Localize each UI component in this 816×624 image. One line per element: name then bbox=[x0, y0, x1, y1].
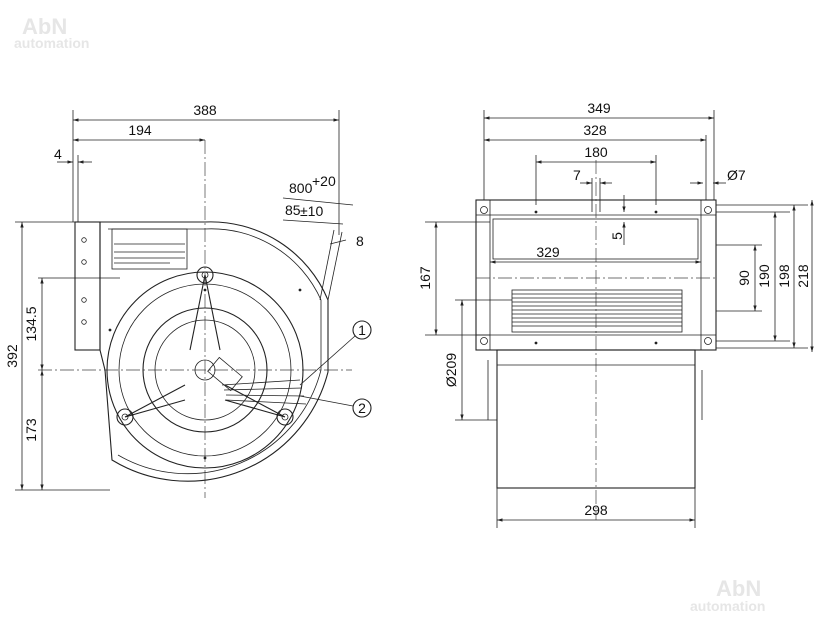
svg-text:1: 1 bbox=[358, 322, 366, 338]
dim-388: 388 bbox=[193, 102, 217, 118]
watermark-bottom-right: AbN automation bbox=[690, 576, 765, 614]
svg-text:2: 2 bbox=[358, 400, 366, 416]
svg-text:AbN: AbN bbox=[716, 576, 761, 601]
dim-800: 800 bbox=[289, 180, 313, 196]
dim-218: 218 bbox=[795, 264, 811, 288]
mounting-flange bbox=[74, 221, 101, 351]
dim-349: 349 bbox=[587, 100, 611, 116]
dim-180: 180 bbox=[584, 144, 608, 160]
dim-7: 7 bbox=[573, 167, 581, 183]
front-view bbox=[38, 140, 352, 498]
dim-800-tol: +20 bbox=[312, 173, 336, 189]
svg-text:automation: automation bbox=[14, 35, 89, 51]
scroll-housing bbox=[99, 221, 329, 482]
svg-text:automation: automation bbox=[690, 598, 765, 614]
dim-85-tol: ±10 bbox=[300, 203, 323, 219]
dim-298: 298 bbox=[584, 502, 608, 518]
side-dimensions: 349 328 180 7 Ø7 5 329 167 Ø209 90 bbox=[417, 100, 814, 528]
dim-173: 173 bbox=[23, 418, 39, 442]
impeller bbox=[511, 289, 683, 333]
svg-text:AbN: AbN bbox=[22, 14, 67, 39]
motor bbox=[142, 307, 268, 433]
dim-85: 85 bbox=[285, 202, 301, 218]
callout-2 bbox=[352, 398, 372, 418]
label-plate bbox=[111, 228, 188, 270]
dim-329: 329 bbox=[536, 244, 560, 260]
front-dimensions: 388 194 4 800 +20 85 ±10 8 392 134.5 173 bbox=[4, 102, 364, 491]
dim-167: 167 bbox=[417, 266, 433, 290]
dim-5: 5 bbox=[609, 232, 625, 240]
dim-8: 8 bbox=[356, 233, 364, 249]
dim-90: 90 bbox=[736, 270, 752, 286]
dim-4: 4 bbox=[54, 146, 62, 162]
dim-134-5: 134.5 bbox=[23, 306, 39, 341]
dim-328: 328 bbox=[583, 122, 607, 138]
dim-392: 392 bbox=[4, 344, 20, 368]
housing-body bbox=[496, 349, 696, 489]
dim-190: 190 bbox=[756, 264, 772, 288]
watermark-top-left: AbN automation bbox=[14, 14, 89, 51]
callouts: 1 2 bbox=[299, 320, 372, 418]
callout-1 bbox=[352, 320, 372, 340]
dim-194: 194 bbox=[128, 122, 152, 138]
dim-dia-209: Ø209 bbox=[443, 353, 459, 387]
dim-dia-7: Ø7 bbox=[727, 167, 746, 183]
dim-198: 198 bbox=[776, 264, 792, 288]
side-view bbox=[475, 160, 717, 520]
